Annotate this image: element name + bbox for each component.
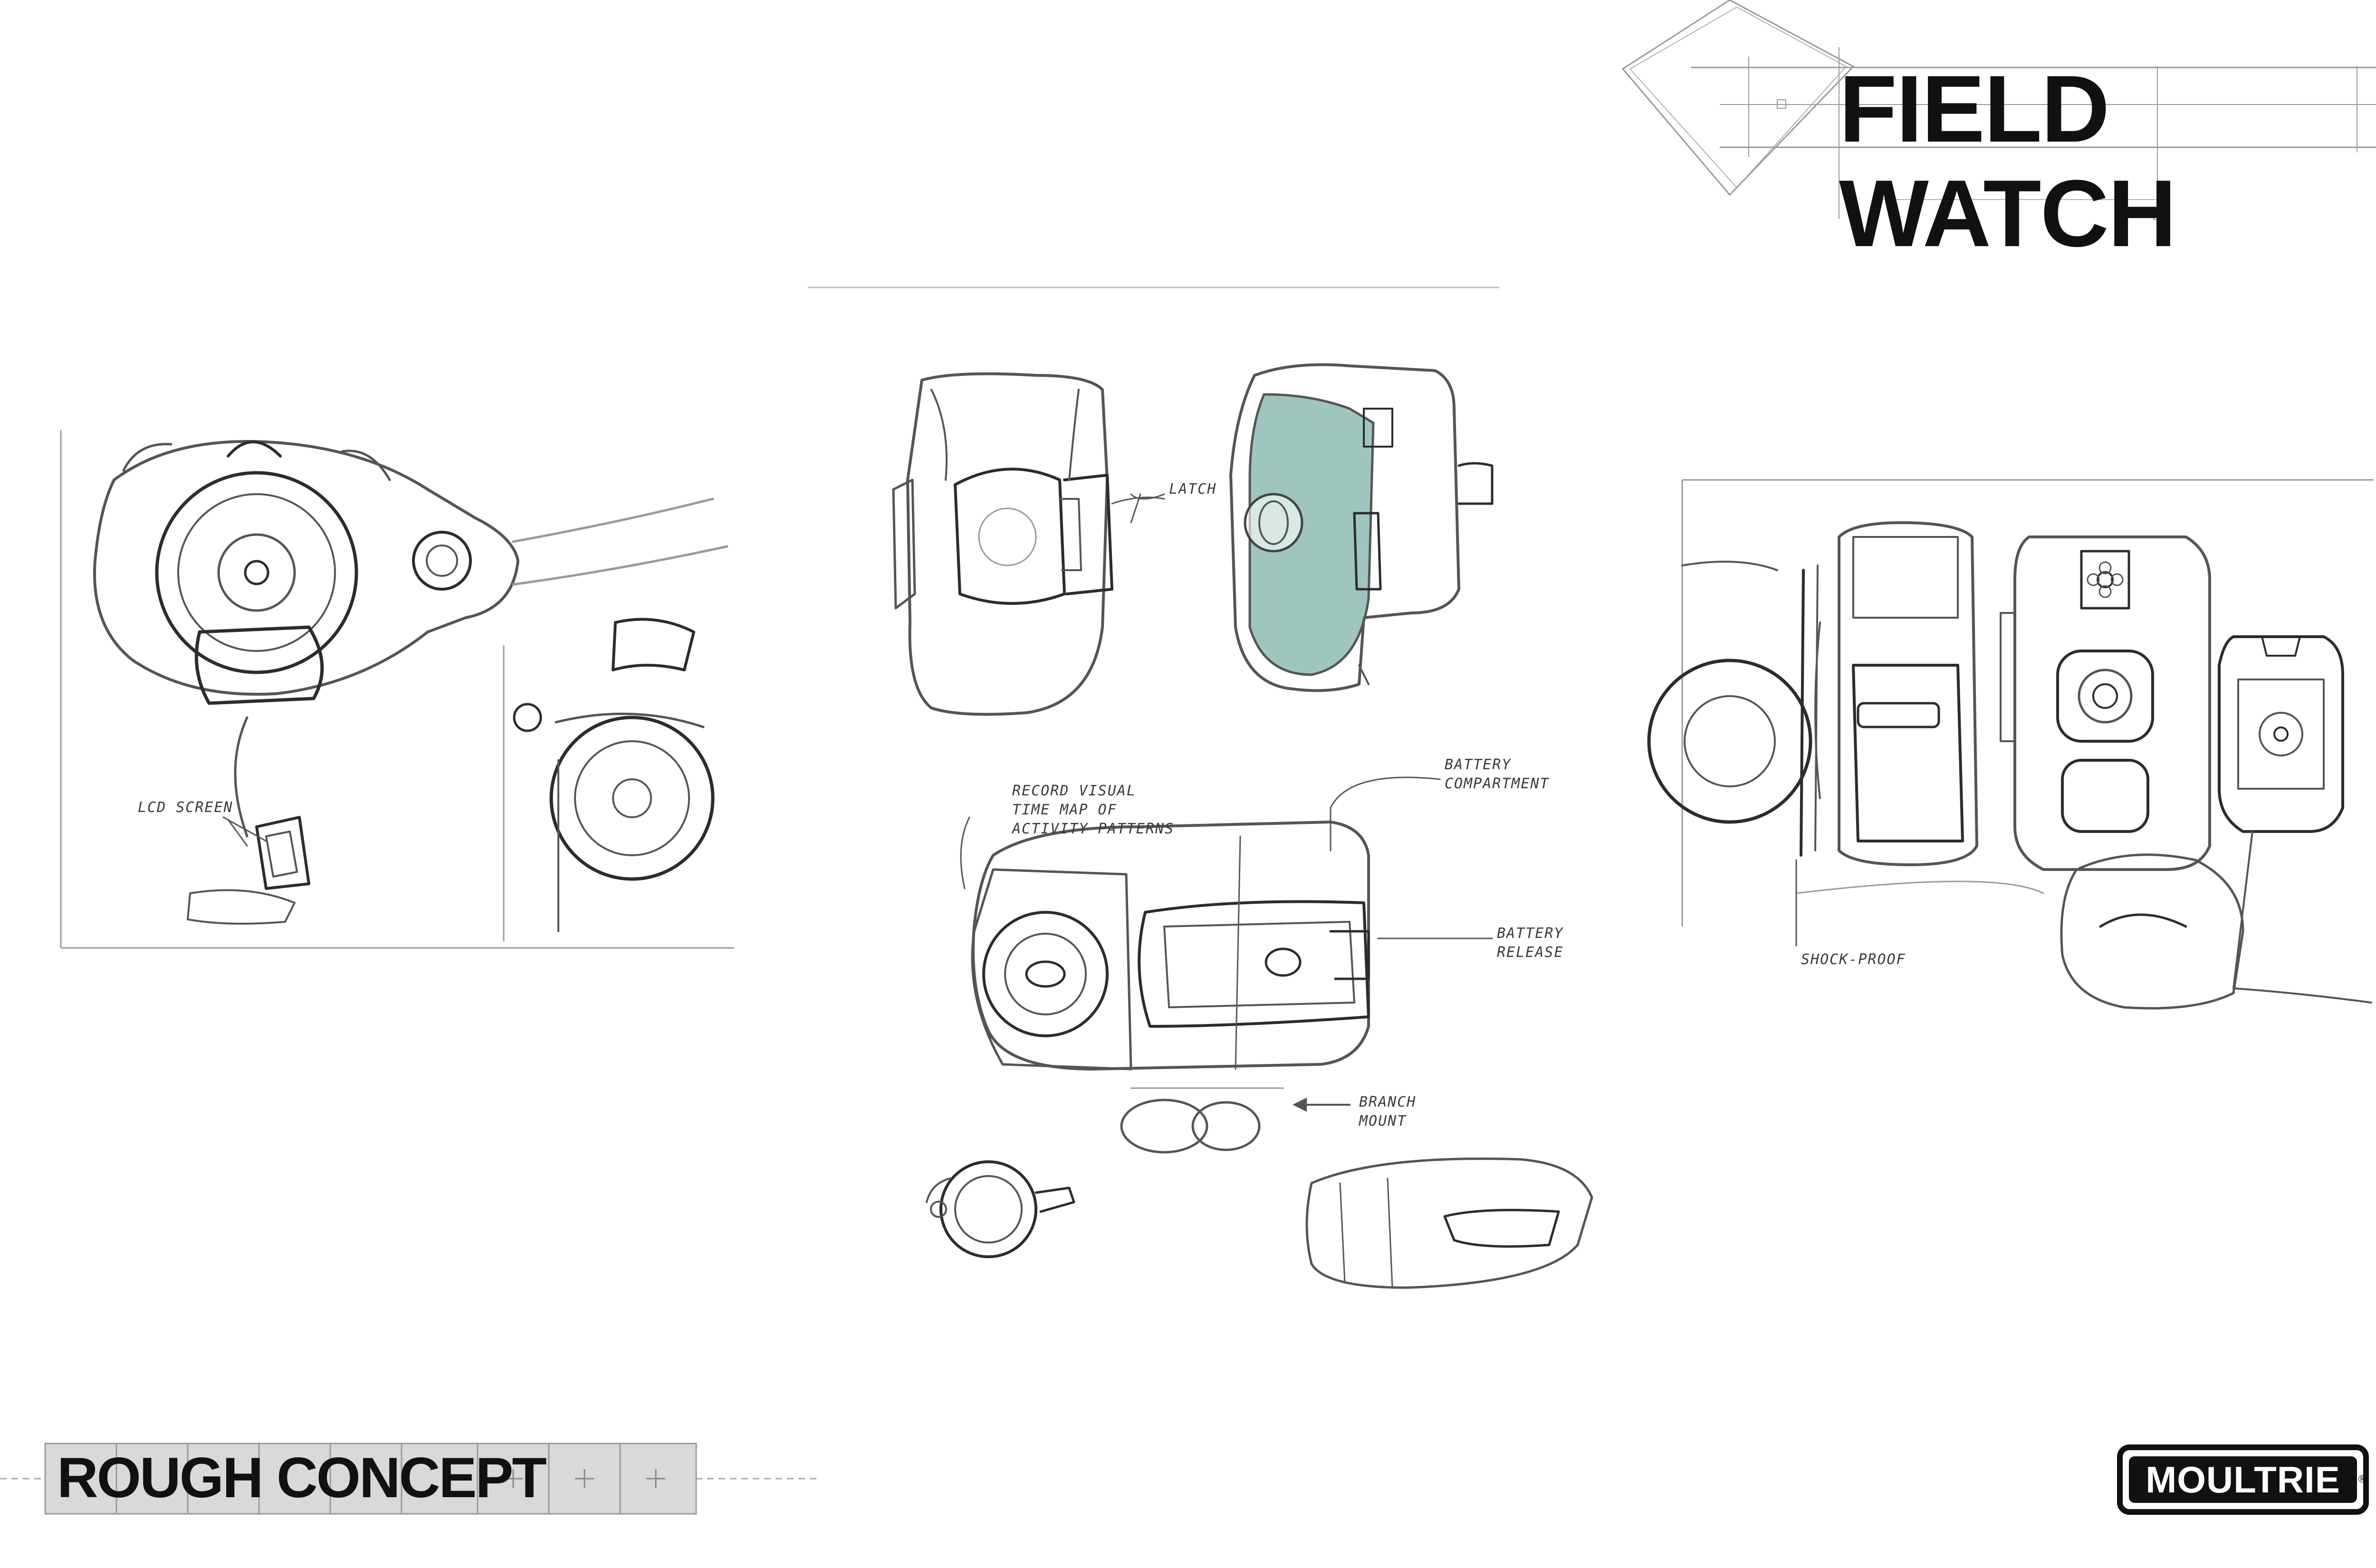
page-title: FIELD WATCH	[1839, 56, 2176, 267]
annotation-latch: LATCH	[1169, 481, 1217, 497]
annotation-shock-proof: SHOCK-PROOF	[1801, 951, 1906, 968]
moultrie-logo: MOULTRIE ®	[2117, 1444, 2369, 1515]
annotation-record-visual: RECORD VISUAL TIME MAP OF ACTIVITY PATTE…	[1012, 783, 1175, 837]
center-bottom-sketches	[926, 821, 1593, 1289]
stage-label: ROUGH CONCEPT	[57, 1446, 547, 1510]
annotation-leaders	[227, 493, 1797, 1112]
annotation-lcd-screen: LCD SCREEN	[138, 799, 233, 816]
title-guide-lines	[1621, 0, 2376, 220]
annotation-branch-mount: BRANCH MOUNT	[1359, 1094, 1417, 1129]
logo-wordmark: MOULTRIE	[2146, 1458, 2340, 1501]
annotation-battery-compartment: BATTERY COMPARTMENT	[1445, 756, 1550, 792]
logo-plate: MOULTRIE	[2129, 1456, 2357, 1503]
annotation-battery-release: BATTERY RELEASE	[1497, 925, 1564, 961]
footer-guide	[0, 1443, 817, 1515]
right-sketch-panel	[1647, 479, 2374, 1010]
center-top-sketches	[892, 363, 1494, 716]
left-sketch-panel	[60, 430, 734, 949]
registered-mark: ®	[2358, 1473, 2366, 1485]
